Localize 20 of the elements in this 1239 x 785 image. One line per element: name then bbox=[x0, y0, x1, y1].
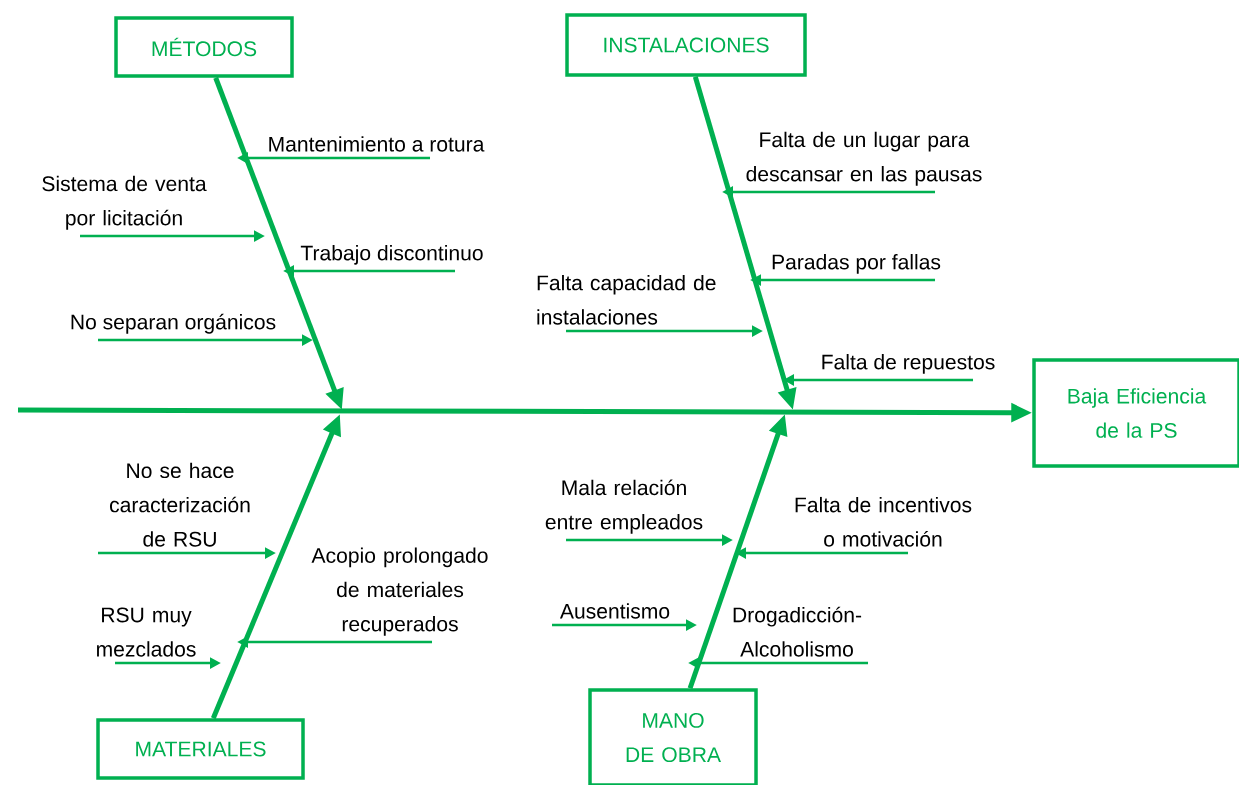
cause-label: Sistema de venta por licitación bbox=[42, 175, 207, 230]
cause-label: Falta de un lugar para descansar en las pausas bbox=[746, 131, 982, 186]
effect-box: Baja Eficiencia de la PS bbox=[1032, 358, 1239, 468]
category-box: MATERIALES bbox=[96, 718, 305, 780]
cause-label: No se hace caracterización de RSU bbox=[110, 462, 250, 547]
cause-label: Mantenimiento a rotura bbox=[269, 136, 485, 152]
cause-label: Mala relación entre empleados bbox=[545, 479, 703, 534]
category-box: MANO DE OBRA bbox=[588, 688, 758, 785]
cause-label: Falta capacidad de instalaciones bbox=[537, 274, 716, 325]
cause-label: RSU muy mezclados bbox=[97, 607, 196, 657]
cause-label: Acopio prolongado de materiales recuperados bbox=[311, 547, 488, 636]
category-box: INSTALACIONES bbox=[565, 13, 807, 77]
cause-label: Trabajo discontinuo bbox=[300, 245, 483, 265]
cause-label: Falta de incentivos o motivación bbox=[795, 496, 972, 547]
cause-label: Drogadicción-Alcoholismo bbox=[733, 606, 862, 657]
cause-label: Falta de repuestos bbox=[822, 354, 995, 374]
cause-label: No separan orgánicos bbox=[71, 313, 276, 334]
category-box: MÉTODOS bbox=[114, 16, 294, 78]
cause-label: Ausentismo bbox=[559, 603, 670, 619]
cause-label: Paradas por fallas bbox=[772, 254, 941, 274]
